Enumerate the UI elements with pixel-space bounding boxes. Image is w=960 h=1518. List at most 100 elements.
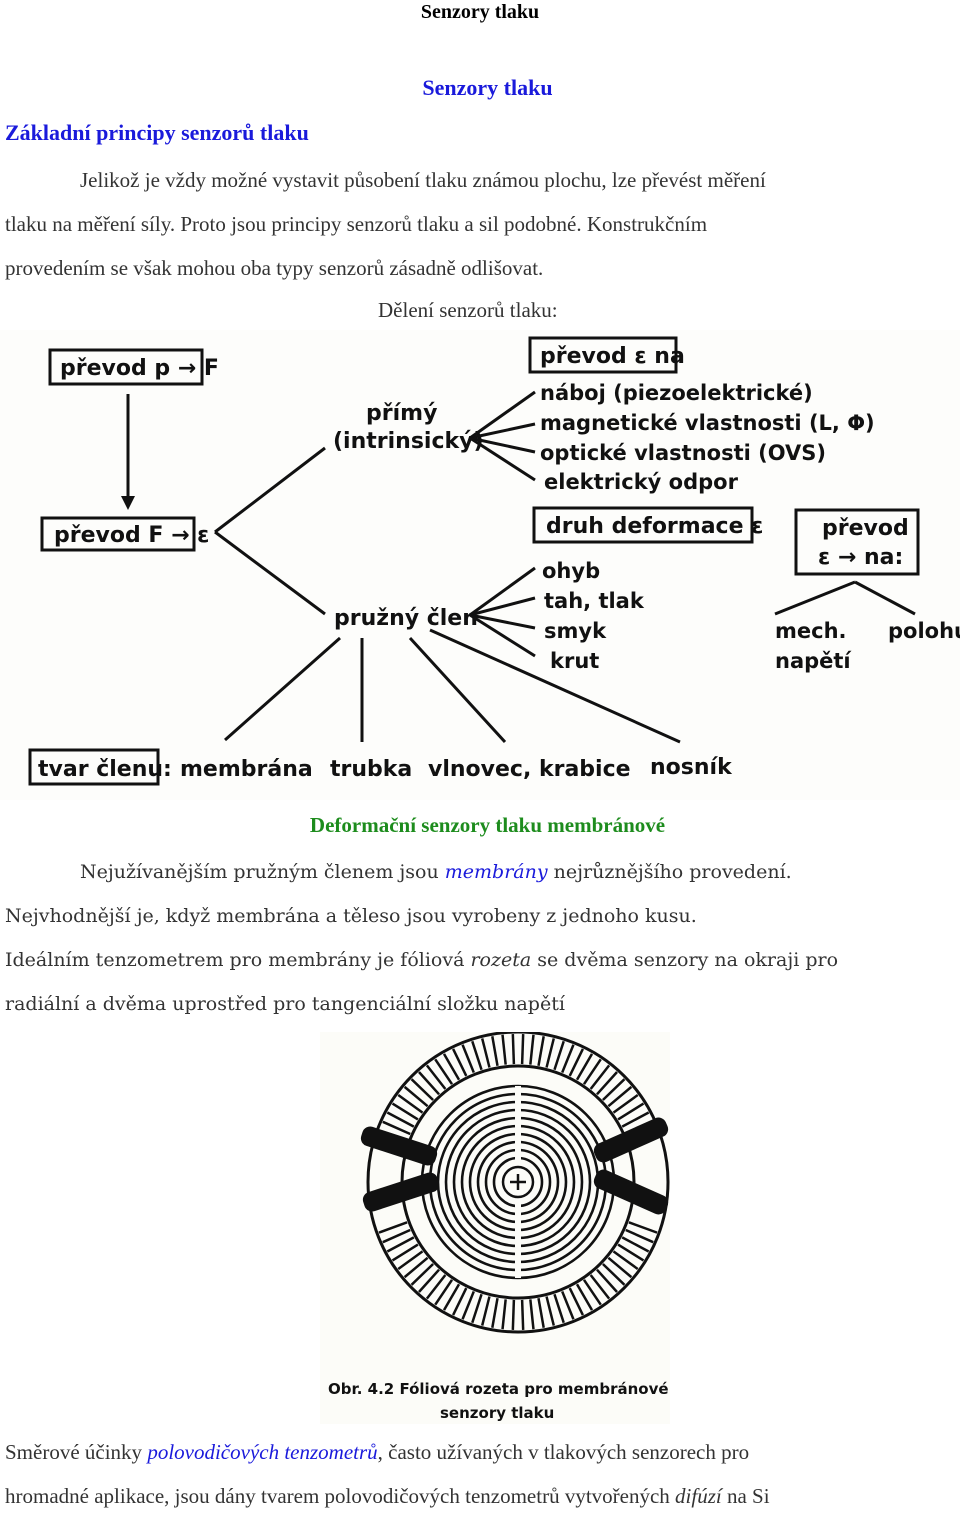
rosette-grid-line	[397, 1093, 424, 1114]
label-prevod-p-f: převod p → F	[60, 356, 219, 381]
rosette-grid-line	[403, 1256, 429, 1279]
label-intrinsicky: (intrinsický)	[333, 429, 484, 454]
tvar-item: trubka	[330, 757, 412, 782]
rosette-grid-line	[575, 1283, 594, 1311]
membrane-line-2: Nejvhodnější je, když membrána a těleso …	[5, 905, 697, 927]
box-tvar-clenu	[28, 748, 160, 786]
label-prevod-e-na: převod ε na	[540, 344, 685, 369]
rosette-grid-line	[491, 1036, 499, 1067]
tenzometru-link[interactable]: polovodičových tenzometrů	[147, 1440, 378, 1464]
rosette-grid-line	[529, 1034, 535, 1065]
rosette-grid-line	[582, 1279, 602, 1306]
rosette-grid-line	[378, 1221, 408, 1234]
rosette-grid-line	[545, 1038, 556, 1068]
rosette-grid-line	[607, 1256, 633, 1279]
rosette-grid-line	[553, 1293, 565, 1324]
rosette-grid-line	[520, 1034, 525, 1065]
rosette-grid-line	[589, 1064, 611, 1090]
label-tvar-clenu: tvar členu:	[38, 757, 172, 782]
label-druh-deformace: druh deformace ε	[546, 514, 763, 539]
figure-caption-line1: Obr. 4.2 Fóliová rozeta pro membránové	[328, 1380, 669, 1398]
rosette-grid-line	[382, 1228, 411, 1244]
label-primy: přímý	[366, 401, 437, 426]
label-polohu: polohu	[888, 619, 960, 643]
rosette-grid-line	[612, 1093, 639, 1114]
label-prevod2-line2: ε → na:	[818, 545, 903, 570]
rosette-grid-line	[561, 1290, 575, 1320]
membrane-line-3: Ideálním tenzometrem pro membrány je fól…	[5, 949, 839, 971]
label-pruzny-clen: pružný člen	[334, 606, 478, 631]
deformace-item: tah, tlak	[544, 589, 645, 613]
rosette-grid-line	[501, 1034, 507, 1065]
rosette-grid-line	[602, 1078, 626, 1101]
rosette-grid-line	[391, 1102, 419, 1121]
rosette-grid-line	[561, 1044, 575, 1074]
box-prevod-e-na	[528, 336, 678, 374]
rosette-grid-line	[434, 1279, 454, 1306]
rosette-grid-line	[602, 1263, 626, 1286]
semiconductor-line-2: hromadné aplikace, jsou dány tvarem polo…	[5, 1484, 770, 1508]
rosette-grid-line	[501, 1299, 507, 1330]
page-title: Senzory tlaku	[422, 75, 553, 100]
box-druh-deformace	[532, 506, 754, 544]
rosette-grid-line	[529, 1299, 535, 1330]
box-prevod2	[794, 508, 920, 576]
label-napeti: napětí	[775, 649, 852, 673]
rosette-grid-line	[418, 1268, 440, 1293]
intro-line-1: Jelikož je vždy možné vystavit působení …	[80, 168, 766, 192]
rosette-grid-line	[582, 1058, 602, 1085]
semiconductor-line-1: Směrové účinky polovodičových tenzometrů…	[5, 1440, 750, 1464]
rosette-grid-line	[442, 1283, 461, 1311]
difuzi-emphasis: difúzí	[675, 1484, 722, 1508]
sensor-classification-diagram: převod p → F převod F → ε převod ε na dr…	[0, 330, 960, 800]
primy-item: elektrický odpor	[544, 470, 739, 494]
rosette-grid-line	[537, 1036, 545, 1067]
rosette-grid-line	[568, 1048, 585, 1077]
rosette-grid-line	[617, 1102, 645, 1121]
rosette-grid-line	[568, 1287, 585, 1316]
rosette-grid-line	[425, 1274, 447, 1300]
membrane-line-1: Nejužívanějším pružným členem jsou membr…	[80, 861, 792, 883]
rosette-grid-line	[621, 1236, 650, 1253]
rosette-grid-line	[628, 1221, 658, 1234]
rosette-grid-line	[425, 1064, 447, 1090]
membrane-paragraph: Nejužívanějším pružným členem jsou membr…	[5, 850, 950, 1026]
rosette-grid-line	[545, 1296, 556, 1326]
rosette-grid-line	[461, 1290, 475, 1320]
rosette-grid-line	[596, 1071, 618, 1096]
rosette-grid-line	[471, 1293, 483, 1324]
running-header: Senzory tlaku	[420, 1, 540, 23]
rosette-grid-line	[553, 1040, 565, 1071]
rosette-grid-line	[511, 1034, 516, 1065]
primy-item: magnetické vlastnosti (L, Φ)	[540, 411, 875, 435]
intro-line-2: tlaku na měření síly. Proto jsou princip…	[5, 212, 708, 236]
semiconductor-paragraph: Směrové účinky polovodičových tenzometrů…	[5, 1430, 955, 1518]
box-prevod-p-f	[48, 348, 204, 386]
tvar-item: membrána	[180, 757, 313, 782]
rosette-grid-line	[382, 1120, 411, 1136]
rosette-grid-line	[596, 1268, 618, 1293]
rosette-grid-line	[410, 1263, 434, 1286]
rosette-grid-line	[617, 1243, 645, 1262]
rosette-grid-line	[461, 1044, 475, 1074]
deformace-item: krut	[550, 649, 599, 673]
diagram-caption: Dělení senzorů tlaku:	[378, 298, 558, 322]
rosette-grid-line	[397, 1250, 424, 1271]
rosette-grid-line	[442, 1053, 461, 1081]
deformace-item: ohyb	[542, 559, 600, 583]
rosette-grid-line	[607, 1085, 633, 1108]
membrany-link[interactable]: membrány	[444, 861, 548, 883]
figure-caption-line2: senzory tlaku	[440, 1404, 554, 1422]
rosette-grid-line	[434, 1058, 454, 1085]
section-heading-membrane: Deformační senzory tlaku membránové	[309, 813, 666, 837]
rozeta-emphasis: rozeta	[470, 949, 532, 971]
rosette-grid-line	[386, 1111, 415, 1128]
rosette-grid-line	[403, 1085, 429, 1108]
rosette-grid-line	[451, 1287, 468, 1316]
rosette-grid-line	[589, 1274, 611, 1300]
deformace-item: smyk	[544, 619, 607, 643]
tvar-item: vlnovec, krabice	[428, 757, 631, 782]
rosette-grid-line	[480, 1038, 491, 1068]
rosette-grid-line	[625, 1228, 654, 1244]
label-prevod2-line1: převod	[822, 516, 909, 541]
